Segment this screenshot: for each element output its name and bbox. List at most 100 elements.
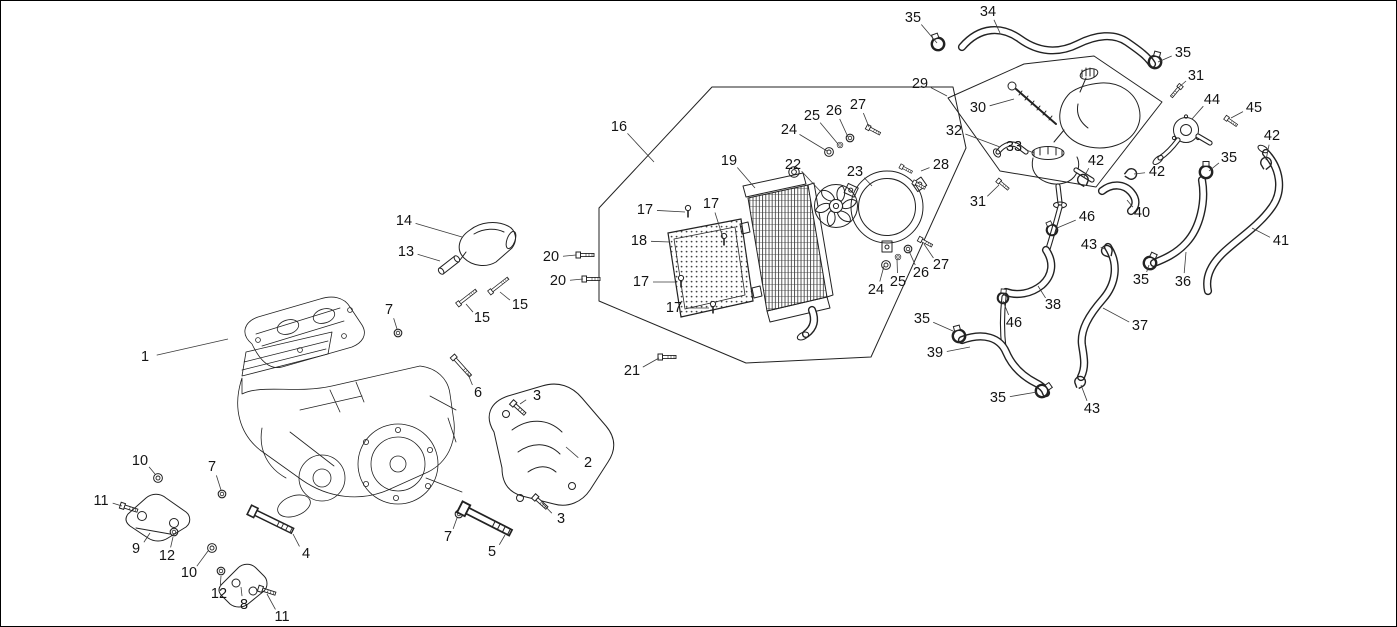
callout-34-1: 34 [980,4,1001,34]
leader-line [1191,105,1204,120]
callout-7-66: 7 [444,517,458,545]
callout-24-15: 24 [781,122,828,152]
callout-38-45: 38 [1037,285,1061,313]
callout-10-63: 10 [181,550,209,581]
part-number-label: 5 [488,544,496,560]
part-number-label: 30 [970,100,986,116]
part-number-label: 20 [543,249,559,265]
part-number-label: 46 [1079,209,1095,225]
leader-line [993,19,1001,34]
callout-6-53: 6 [467,373,482,401]
washer-25-b [894,253,902,261]
callout-12-62: 12 [159,536,175,564]
washer-10-b [207,543,217,553]
part-number-label: 18 [631,233,647,249]
part-number-label: 35 [914,311,930,327]
callout-14-34: 14 [396,213,463,238]
leader-line [642,357,660,368]
leader-line [499,291,511,301]
callout-40-24: 40 [1126,199,1150,221]
part-number-label: 26 [913,265,929,281]
callout-21-51: 21 [624,357,660,379]
part-number-label: 7 [208,459,216,475]
leader-line [1083,168,1090,178]
nut-26-b [903,244,913,254]
leader-line [240,586,243,597]
part-number-label: 10 [132,453,148,469]
callout-17-30: 17 [633,274,677,290]
leader-line [569,278,584,281]
leader-line [292,533,300,547]
leader-line [921,24,938,44]
callout-32-8: 32 [946,123,1001,148]
part-number-label: 3 [533,388,541,404]
callout-30-5: 30 [970,98,1015,116]
callout-35-46: 35 [914,311,954,332]
callout-46-31: 46 [1056,209,1095,229]
part-number-label: 15 [474,310,490,326]
hose-38 [1001,245,1056,299]
leader-line [627,133,655,163]
leader-line [156,338,229,356]
part-number-label: 13 [398,244,414,260]
nut-7-a [393,328,403,338]
engine-mount-bracket-8 [218,563,268,608]
part-number-label: 36 [1175,274,1191,290]
callout-35-55: 35 [990,390,1038,406]
callout-35-39: 35 [1133,264,1150,288]
callout-43-56: 43 [1080,384,1100,417]
part-number-label: 42 [1149,164,1165,180]
leader-line [1146,264,1150,273]
callout-42-10: 42 [1264,128,1280,161]
callout-15-36: 15 [499,291,528,313]
leader-line [215,475,222,491]
callout-43-32: 43 [1081,237,1106,253]
leader-line [1208,162,1220,172]
callout-45-7: 45 [1230,100,1262,119]
leader-line [1183,251,1187,274]
leader-line [839,118,849,138]
intake-duct [458,222,517,266]
leader-line [1126,199,1134,208]
callout-35-2: 35 [1157,45,1191,63]
leader-line [219,575,222,586]
part-number-label: 19 [721,153,737,169]
callout-46-47: 46 [1002,300,1022,331]
callout-7-49: 7 [385,302,398,330]
reservoir-group-outline [947,55,1163,188]
water-pump [1152,114,1213,165]
part-number-label: 44 [1204,92,1220,108]
callout-26-43: 26 [908,250,929,281]
reservoir-tank [1053,67,1141,149]
leader-line [819,122,839,145]
callout-7-59: 7 [208,459,222,491]
leader-line [965,133,1001,148]
fan-shroud [843,170,928,253]
leader-line [417,253,441,262]
part-number-label: 38 [1045,297,1061,313]
leader-line [415,223,463,238]
water-inlet-fitting [992,141,1029,158]
cooling-fan [814,184,858,228]
callout-31-3: 31 [1177,68,1204,89]
part-number-label: 17 [637,202,653,218]
part-number-label: 27 [850,97,866,113]
callout-39-52: 39 [927,345,971,361]
part-number-label: 6 [474,385,482,401]
part-number-label: 12 [211,586,227,602]
leader-line [148,466,156,475]
callout-31-23: 31 [970,184,1000,210]
leader-line [266,593,276,610]
part-number-label: 42 [1264,128,1280,144]
callout-3-65: 3 [541,502,565,527]
leader-line [714,212,724,239]
leader-line [1002,300,1010,316]
leader-line [650,240,671,243]
callout-8-69: 8 [240,586,248,613]
callout-33-9: 33 [1006,139,1035,155]
callout-27-44: 27 [923,243,949,273]
callout-1-50: 1 [141,338,229,365]
leader-line [923,243,934,259]
engine-assembly [237,296,463,518]
callout-11-70: 11 [266,593,290,625]
